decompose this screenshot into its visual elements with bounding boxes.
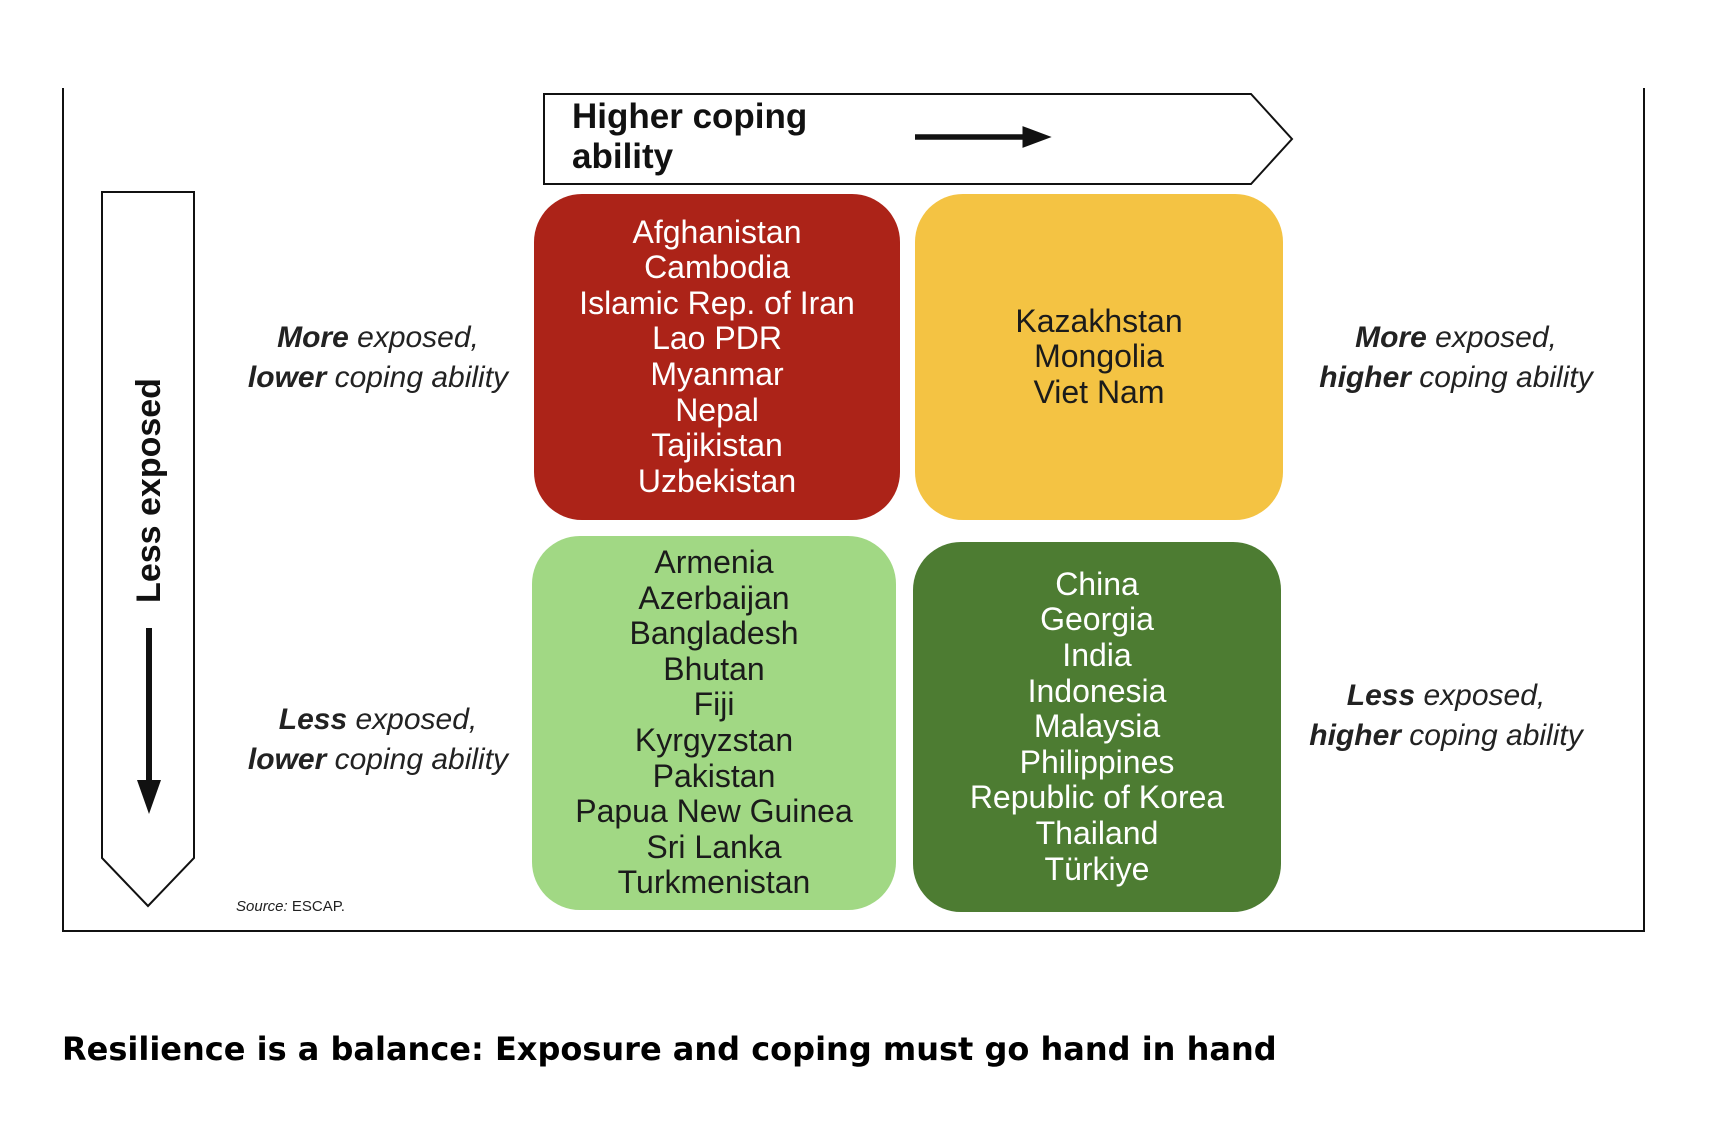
country-item: Papua New Guinea (575, 793, 853, 830)
country-item: Tajikistan (651, 427, 783, 464)
down-arrow-icon (137, 628, 161, 814)
country-item: Armenia (654, 544, 774, 581)
country-item: Cambodia (644, 249, 790, 286)
country-item: Malaysia (1033, 708, 1161, 745)
country-item: Nepal (675, 391, 759, 428)
country-item: Azerbaijan (638, 579, 790, 616)
figure-caption: Resilience is a balance: Exposure and co… (62, 1030, 1277, 1068)
country-item: Afghanistan (632, 213, 802, 250)
figure-frame (62, 88, 1645, 932)
label-less-exposed-lower-coping: Less exposed, lower coping ability (247, 703, 509, 776)
country-item: Fiji (693, 686, 735, 723)
country-item: Kazakhstan (1015, 302, 1183, 339)
country-item: Viet Nam (1033, 373, 1165, 410)
country-item: Bhutan (663, 650, 765, 687)
y-axis-label-container: Less exposed (124, 370, 174, 610)
country-item: Indonesia (1027, 672, 1167, 709)
country-item: Islamic Rep. of Iran (579, 284, 855, 321)
label-less-exposed-higher-coping: Less exposed, higher coping ability (1309, 679, 1583, 752)
label-more-exposed-higher-coping: More exposed, higher coping ability (1319, 321, 1593, 394)
country-item: Turkmenistan (617, 864, 811, 901)
y-axis-label: Less exposed (129, 377, 168, 603)
country-item: Thailand (1035, 814, 1159, 851)
country-item: Lao PDR (652, 320, 782, 357)
x-axis-label-group: Higher coping ability (572, 97, 1052, 176)
country-item: Mongolia (1034, 338, 1164, 375)
country-item: Türkiye (1044, 850, 1150, 887)
country-item: Sri Lanka (646, 828, 782, 865)
country-item: Philippines (1019, 743, 1175, 780)
country-item: Uzbekistan (637, 462, 797, 499)
y-axis-arrow-outline (101, 191, 195, 908)
country-item: Bangladesh (629, 615, 799, 652)
right-arrow-icon (915, 126, 1052, 148)
country-item: India (1062, 637, 1132, 674)
country-item: China (1055, 565, 1139, 602)
x-axis-label: Higher coping ability (572, 97, 808, 176)
country-item: Kyrgyzstan (634, 722, 794, 758)
country-item: Pakistan (652, 757, 776, 794)
country-item: Georgia (1040, 601, 1154, 638)
label-more-exposed-lower-coping: More exposed, lower coping ability (247, 321, 509, 394)
country-item: Myanmar (650, 356, 784, 392)
source-note: Source: ESCAP. (236, 898, 345, 915)
country-item: Republic of Korea (969, 779, 1225, 816)
